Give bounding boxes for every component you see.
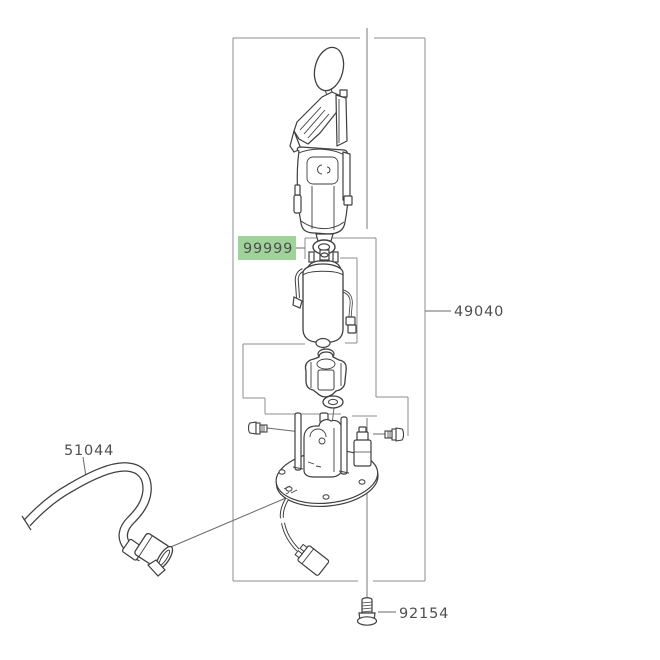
- pump-module-details: [307, 428, 335, 472]
- bracket-flare: [289, 130, 302, 153]
- wire-connector-tab-b: [294, 550, 303, 559]
- part-label-51044[interactable]: 51044: [64, 443, 114, 459]
- part-label-92154[interactable]: 92154: [399, 606, 449, 622]
- pump-bottom-nub: [315, 337, 331, 349]
- cup-left-tab-small: [294, 184, 301, 196]
- pump-module-port: [318, 437, 326, 445]
- o-ring-inner: [317, 243, 331, 251]
- part-labels: 99999 51044 49040 92154: [64, 236, 504, 622]
- hose-cut-end: [21, 515, 32, 531]
- wire-connector-tab-a: [299, 543, 308, 553]
- pump-canister: [353, 426, 372, 467]
- screw-right: [384, 427, 405, 442]
- flange-hole-4: [358, 479, 366, 485]
- pump-cap-tab-left: [308, 251, 315, 263]
- screw-left-collar: [255, 422, 261, 435]
- screw-left-threads: [261, 425, 265, 432]
- bracket-right-bar: [335, 94, 348, 147]
- pump-cap-tab-right: [332, 251, 339, 263]
- rod-feet: [292, 466, 350, 474]
- guide-rods: [292, 412, 350, 475]
- float-body: [313, 46, 345, 92]
- guide-rod-left: [294, 412, 302, 471]
- wire-segment-1-core: [280, 498, 288, 519]
- washer-inner: [328, 398, 338, 406]
- cup-left-tab: [293, 194, 302, 214]
- pump-right-wire-core: [342, 290, 352, 318]
- canister-body: [353, 439, 372, 467]
- cup-right-notch: [343, 195, 353, 206]
- guide-rod-right: [340, 416, 348, 475]
- assembly-group-box: [232, 37, 426, 582]
- part-label-49040[interactable]: 49040: [454, 304, 504, 320]
- pump-left-nozzle: [292, 296, 303, 309]
- pump-body: [302, 263, 344, 343]
- part-label-99999[interactable]: 99999: [243, 241, 293, 257]
- cup-seams: [311, 186, 335, 230]
- screw-left-shaft: [259, 424, 268, 433]
- bolt-threads: [361, 601, 373, 613]
- filter-side-seams: [310, 362, 342, 388]
- hose-connector-seam: [138, 535, 153, 557]
- leader-hose-to-flange: [165, 494, 294, 550]
- screw-right-collar: [391, 428, 397, 441]
- bracket-slots: [299, 106, 330, 139]
- pump-body-rim: [302, 270, 344, 276]
- pump-wire-connector-b: [347, 324, 357, 334]
- flange-bolt-92154: [356, 597, 378, 626]
- wire-connector-line: [301, 548, 314, 565]
- flange-hole-3: [322, 494, 330, 500]
- pump-left-tube-core: [295, 269, 304, 299]
- cup-detail-arcs: [317, 164, 331, 175]
- wire-segment-2: [281, 522, 300, 552]
- filter-front-panel: [317, 369, 335, 391]
- cup-right-strip: [342, 151, 351, 201]
- wire-connector-body: [297, 545, 330, 576]
- flange-surface-marks: [283, 485, 298, 495]
- highlight-badge-99999[interactable]: [238, 236, 296, 260]
- screw-right-shaft: [384, 430, 393, 439]
- screw-left: [247, 421, 268, 435]
- leader-51044: [82, 456, 87, 478]
- washer: [322, 395, 344, 409]
- filter-neck-ring: [316, 358, 336, 370]
- pump-bracket-assembly: [289, 89, 353, 247]
- screw-right-threads: [387, 431, 391, 438]
- cup-inner-panel: [306, 156, 339, 185]
- pump-module-body: [303, 419, 343, 478]
- filter-housing: [304, 348, 347, 398]
- flange-hole-1: [278, 469, 286, 475]
- bolt-flange-base: [356, 616, 378, 626]
- fuel-hose-51044: [21, 462, 174, 577]
- pump-cap-ring: [320, 252, 329, 258]
- reservoir-cup: [296, 146, 349, 235]
- screw-left-head: [247, 421, 257, 435]
- wire-segment-2-core: [282, 522, 299, 551]
- fuel-pump: [292, 249, 357, 349]
- pump-module: [303, 412, 343, 478]
- pump-wire-connector-a: [345, 316, 356, 326]
- screw-right-head: [395, 427, 405, 442]
- cup-bottom-rim: [300, 220, 345, 230]
- flange-wire-connector: [279, 498, 330, 576]
- hose-connector-tab: [147, 559, 166, 577]
